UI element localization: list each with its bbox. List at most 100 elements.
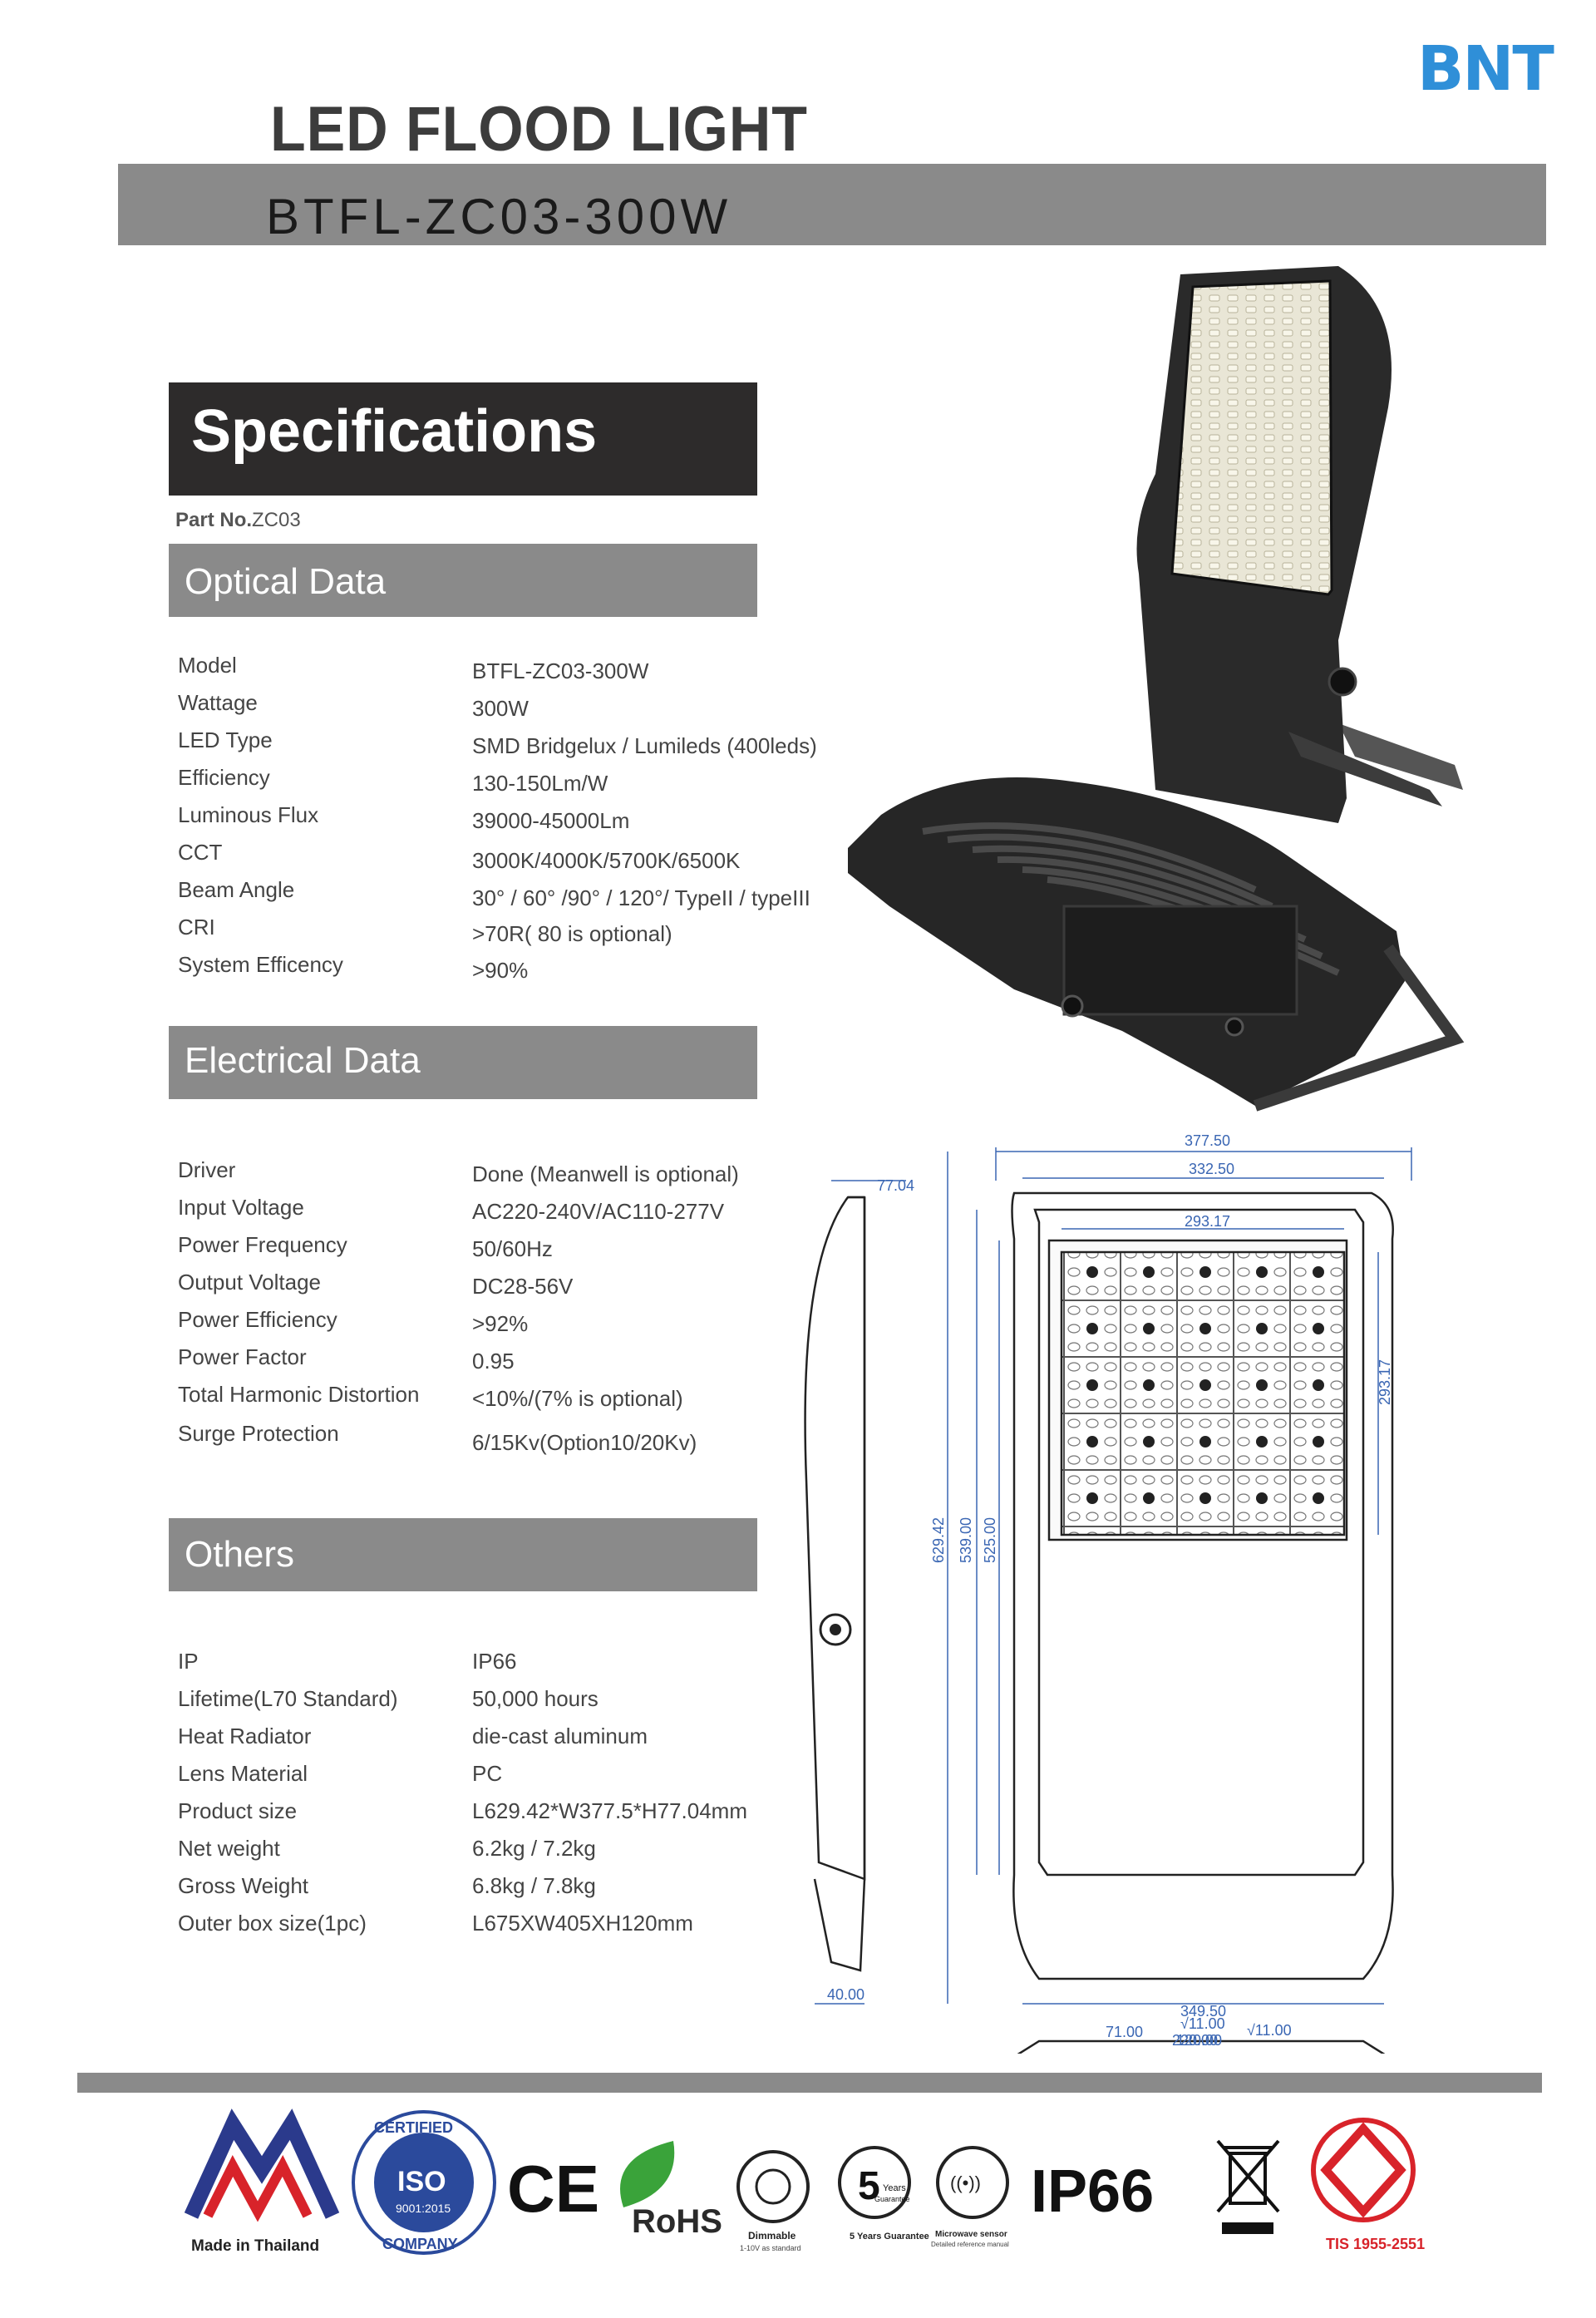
others-row-value: 6.8kg / 7.8kg [472, 1873, 596, 1898]
optical-row-label: LED Type [178, 727, 273, 752]
tis-certification-icon: TIS 1955-2551 [1311, 2118, 1425, 2252]
specifications-heading: Specifications [191, 398, 598, 465]
others-row-label: Product size [178, 1798, 298, 1823]
electrical-section-band [169, 1026, 757, 1099]
optical-row-label: Beam Angle [178, 877, 295, 902]
optical-row-label: Model [178, 653, 237, 678]
svg-text:9001:2015: 9001:2015 [396, 2202, 451, 2215]
dim-depth: 77.04 [877, 1177, 914, 1194]
svg-text:5 Years Guarantee: 5 Years Guarantee [850, 2232, 929, 2242]
optical-row-value: 3000K/4000K/5700K/6500K [472, 848, 741, 873]
dim-bracket-depth: 40.00 [827, 1986, 864, 2003]
others-row-label: Gross Weight [178, 1873, 309, 1898]
electrical-row-value: DC28-56V [472, 1274, 574, 1299]
others-section-band [169, 1518, 757, 1591]
others-row-label: Lifetime(L70 Standard) [178, 1686, 398, 1711]
others-row-label: Outer box size(1pc) [178, 1911, 367, 1936]
svg-text:((•)): ((•)) [950, 2173, 981, 2193]
optical-section-band [169, 544, 757, 617]
svg-text:Guarantee: Guarantee [874, 2195, 910, 2203]
electrical-row-value: AC220-240V/AC110-277V [472, 1199, 725, 1224]
others-row-value: PC [472, 1761, 503, 1786]
dimension-drawing: 377.50 332.50 293.17 293.17 77.04 40.00 … [804, 1132, 1412, 2054]
others-row-value: 6.2kg / 7.2kg [472, 1836, 596, 1861]
dim-inner-width: 332.50 [1189, 1161, 1234, 1177]
specifications-heading-box [169, 382, 757, 496]
electrical-row-label: Total Harmonic Distortion [178, 1382, 420, 1407]
dim-top-offset: 71.00 [1106, 2024, 1143, 2040]
part-number-value: ZC03 [252, 509, 301, 531]
dim-module-width: 293.17 [1185, 1213, 1230, 1230]
others-row-label: IP [178, 1649, 199, 1674]
optical-row-value: >70R( 80 is optional) [472, 921, 672, 946]
footer-bar [77, 2073, 1542, 2093]
others-row-label: Lens Material [178, 1761, 308, 1786]
weee-bin-icon [1216, 2139, 1280, 2234]
part-number-label: Part No. [175, 509, 253, 531]
others-row-value: 50,000 hours [472, 1686, 598, 1711]
electrical-row-value: >92% [472, 1311, 529, 1336]
ce-mark-icon: CE [507, 2152, 599, 2226]
optical-row-label: CCT [178, 840, 223, 865]
others-row-label: Net weight [178, 1836, 280, 1861]
svg-text:5: 5 [858, 2164, 880, 2208]
others-row-value: L675XW405XH120mm [472, 1911, 693, 1936]
electrical-row-label: Power Efficiency [178, 1307, 337, 1332]
iso-certified-icon: CERTIFIED COMPANY ISO 9001:2015 [352, 2110, 496, 2255]
optical-section-heading: Optical Data [185, 561, 387, 602]
electrical-row-label: Driver [178, 1157, 236, 1182]
svg-text:Made in Thailand: Made in Thailand [191, 2237, 319, 2255]
dim-hole-1: √11.00 [1180, 2015, 1225, 2032]
brand-logo: BNT [1417, 33, 1554, 105]
optical-row-value: 130-150Lm/W [472, 771, 608, 796]
svg-text:Dimmable: Dimmable [748, 2230, 796, 2242]
part-number: Part No.ZC03 [175, 509, 301, 532]
electrical-row-value: 50/60Hz [472, 1236, 553, 1261]
optical-row-value: BTFL-ZC03-300W [472, 658, 649, 683]
electrical-row-label: Power Factor [178, 1344, 307, 1369]
dim-overall-width: 377.50 [1185, 1132, 1230, 1149]
others-row-label: Heat Radiator [178, 1724, 312, 1748]
electrical-section-heading: Electrical Data [185, 1040, 421, 1081]
others-row-value: IP66 [472, 1649, 517, 1674]
others-section-heading: Others [185, 1534, 295, 1575]
svg-text:Years: Years [883, 2183, 906, 2193]
five-year-warranty-icon: 5 Years Guarantee 5 Years Guarantee [838, 2146, 929, 2242]
dim-length-2: 539.00 [958, 1517, 974, 1563]
svg-text:CERTIFIED: CERTIFIED [374, 2119, 453, 2136]
model-number: BTFL-ZC03-300W [266, 189, 732, 244]
electrical-row-value: 6/15Kv(Option10/20Kv) [472, 1430, 697, 1455]
dim-hole-2: √11.00 [1247, 2022, 1292, 2039]
svg-text:TIS 1955-2551: TIS 1955-2551 [1326, 2236, 1425, 2252]
others-row-value: L629.42*W377.5*H77.04mm [472, 1798, 747, 1823]
dim-hole-spacing-1: 120.00 [1176, 2032, 1222, 2049]
optical-row-label: System Efficency [178, 952, 343, 977]
svg-text:COMPANY: COMPANY [382, 2236, 458, 2252]
page-title: LED FLOOD LIGHT [270, 94, 808, 165]
dimmable-icon: Dimmable 1-10V as standard [736, 2150, 810, 2252]
dim-module-height: 293.17 [1377, 1359, 1393, 1405]
optical-row-label: CRI [178, 915, 215, 940]
svg-text:Microwave sensor: Microwave sensor [935, 2230, 1007, 2239]
optical-row-label: Luminous Flux [178, 802, 319, 827]
product-illustration [848, 266, 1465, 1112]
made-in-thailand-logo: Made in Thailand [184, 2108, 340, 2255]
ip66-badge: IP66 [1031, 2158, 1154, 2225]
svg-text:1-10V as standard: 1-10V as standard [740, 2244, 801, 2252]
electrical-row-label: Power Frequency [178, 1232, 347, 1257]
optical-row-value: 300W [472, 696, 529, 721]
electrical-row-label: Input Voltage [178, 1195, 304, 1220]
dim-bottom-width: 349.50 [1180, 2003, 1226, 2020]
svg-text:RoHS: RoHS [632, 2203, 722, 2240]
dim-hole-spacing-2: 220.00 [1172, 2032, 1218, 2049]
optical-row-value: SMD Bridgelux / Lumileds (400leds) [472, 733, 817, 758]
electrical-row-label: Surge Protection [178, 1421, 339, 1446]
rohs-icon: RoHS [620, 2141, 722, 2240]
optical-row-value: >90% [472, 958, 529, 983]
optical-row-label: Wattage [178, 690, 258, 715]
dim-length-3: 525.00 [982, 1517, 998, 1563]
dim-overall-length: 629.42 [930, 1517, 947, 1563]
certification-row: Made in Thailand CERTIFIED COMPANY ISO 9… [184, 2108, 1425, 2255]
electrical-row-value: 0.95 [472, 1349, 515, 1374]
electrical-row-label: Output Voltage [178, 1270, 322, 1295]
